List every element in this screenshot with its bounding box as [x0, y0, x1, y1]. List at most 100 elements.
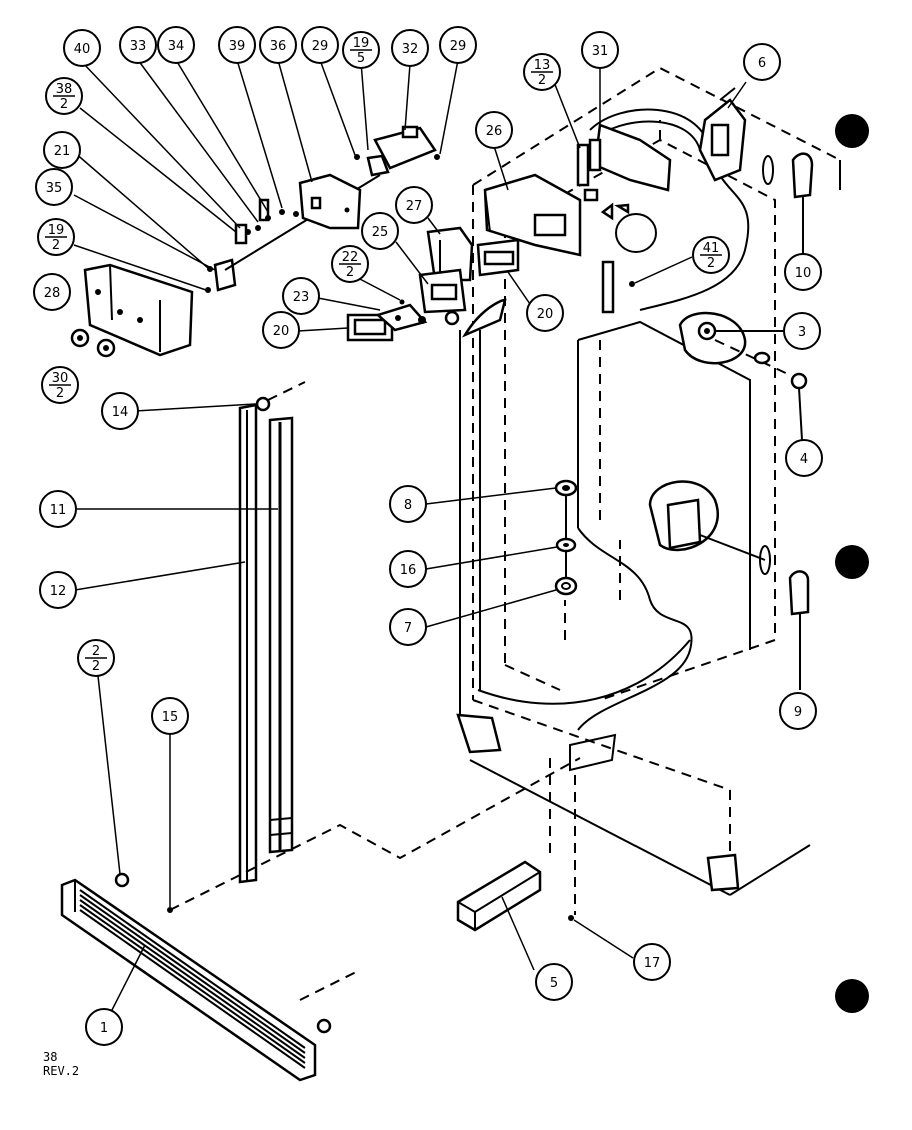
callout-circle	[63, 29, 101, 67]
callout-number: 23	[293, 290, 310, 305]
callout-c1: 1	[85, 1008, 123, 1046]
part-14-screw	[134, 381, 306, 412]
part-22-screw	[399, 299, 405, 305]
callout-number: 12	[50, 584, 67, 599]
callout-circle	[389, 550, 427, 588]
callout-circle	[361, 212, 399, 250]
small-fastener-near-26	[600, 202, 630, 221]
callout-c29a: 29	[301, 26, 339, 64]
part-15-screw	[167, 907, 173, 913]
callout-circle	[475, 111, 513, 149]
callout-circle	[157, 26, 195, 64]
callout-c3: 3	[783, 312, 821, 350]
callout-circle	[301, 26, 339, 64]
callout-c16: 16	[389, 550, 427, 588]
part-7-spacer	[554, 576, 578, 596]
registration-dot-top	[835, 114, 869, 148]
callout-number: 36	[270, 39, 287, 54]
part-4-clip	[790, 372, 808, 441]
callout-number: 26	[486, 124, 503, 139]
part-9-switch	[666, 498, 810, 690]
callout-c11: 11	[39, 490, 77, 528]
registration-dot-bottom	[835, 979, 869, 1013]
callout-c20a: 20	[526, 294, 564, 332]
callout-c41_2: 412	[692, 236, 730, 274]
callout-number: 30	[52, 371, 69, 386]
callout-number: 8	[404, 498, 412, 513]
part-6-light-socket	[698, 87, 747, 182]
callout-c7: 7	[389, 608, 427, 646]
callout-c33: 33	[119, 26, 157, 64]
callout-c12: 12	[39, 571, 77, 609]
callout-c5: 5	[535, 963, 573, 1001]
callout-circle	[85, 1008, 123, 1046]
callout-number: 29	[450, 39, 467, 54]
callout-circle	[785, 439, 823, 477]
callout-c32: 32	[391, 29, 429, 67]
callout-c38_2: 382	[45, 77, 83, 115]
parts-33-34-39-40-small-components	[234, 198, 299, 245]
callout-circle	[282, 277, 320, 315]
callout-number: 2	[92, 644, 100, 659]
callout-circle	[633, 943, 671, 981]
callout-c34: 34	[157, 26, 195, 64]
callout-circle	[262, 311, 300, 349]
callout-circle	[39, 490, 77, 528]
callout-number: 4	[800, 452, 808, 467]
callout-c28: 28	[33, 273, 71, 311]
callout-circle	[391, 29, 429, 67]
part-41-screw	[601, 260, 635, 314]
callout-number: 3	[798, 325, 806, 340]
callout-number: 10	[795, 266, 812, 281]
callout-quantity: 2	[707, 256, 715, 271]
callout-c17: 17	[633, 943, 671, 981]
part-12-trim-strip	[238, 403, 258, 884]
part-32-bracket	[354, 125, 440, 177]
callout-number: 22	[342, 250, 359, 265]
part-10-switch	[791, 152, 814, 255]
callout-quantity: 2	[52, 238, 60, 253]
callout-c31: 31	[581, 31, 619, 69]
callout-number: 5	[550, 976, 558, 991]
callout-number: 6	[758, 56, 766, 71]
callout-c30_2: 302	[41, 366, 79, 404]
callout-c29b: 29	[439, 26, 477, 64]
callout-c8: 8	[389, 485, 427, 523]
callout-number: 14	[112, 405, 129, 420]
part-5-block	[456, 860, 542, 932]
part-20a-lens	[476, 238, 520, 277]
part-3-screw	[697, 321, 791, 376]
part-23-clip	[375, 303, 460, 332]
callout-number: 16	[400, 563, 417, 578]
callout-c6: 6	[743, 43, 781, 81]
callout-c15: 15	[151, 697, 189, 735]
callout-number: 9	[794, 705, 802, 720]
callout-c14: 14	[101, 392, 139, 430]
callout-number: 17	[644, 956, 661, 971]
callout-c20b: 20	[262, 311, 300, 349]
callout-number: 27	[406, 199, 423, 214]
callout-number: 15	[162, 710, 179, 725]
callout-number: 31	[592, 44, 609, 59]
callout-number: 11	[50, 503, 67, 518]
callout-quantity: 2	[92, 659, 100, 674]
callout-circle	[395, 186, 433, 224]
callout-number: 32	[402, 42, 419, 57]
callout-number: 41	[703, 241, 720, 256]
leader-lines	[73, 59, 747, 1011]
callout-circle	[743, 43, 781, 81]
callout-c26: 26	[475, 111, 513, 149]
callout-circle	[259, 26, 297, 64]
callout-c22_2: 222	[331, 245, 369, 283]
callout-number: 19	[48, 223, 65, 238]
callout-number: 28	[44, 286, 61, 301]
callout-c25: 25	[361, 212, 399, 250]
callout-quantity: 5	[357, 51, 365, 66]
callout-c36: 36	[259, 26, 297, 64]
callout-circle	[101, 392, 139, 430]
callout-c2_2: 22	[77, 639, 115, 677]
callout-number: 1	[100, 1021, 108, 1036]
part-31-bracket	[588, 123, 672, 192]
